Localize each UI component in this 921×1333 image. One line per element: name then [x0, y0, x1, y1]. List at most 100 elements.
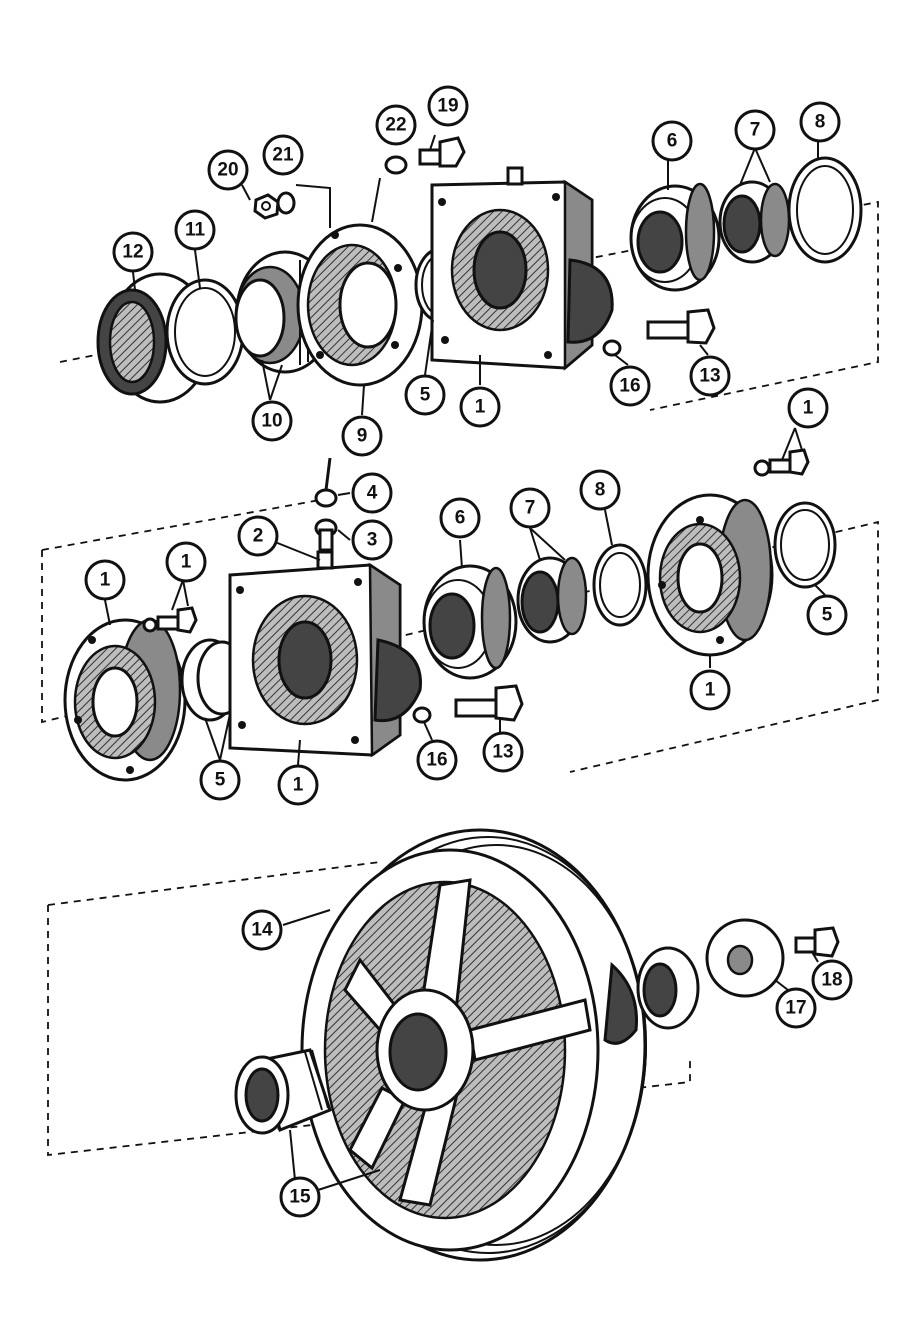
callout-6-middle: 6 [439, 497, 481, 539]
callout-1-middle-right: 1 [689, 669, 731, 711]
part-oring-5c [773, 501, 837, 589]
top-assembly [59, 136, 879, 411]
callout-7-top: 7 [734, 109, 776, 151]
svg-text:1: 1 [181, 552, 192, 573]
part-bearing-6b [422, 564, 518, 680]
part-bolt-19 [384, 136, 466, 175]
callout-6-top: 6 [651, 120, 693, 162]
svg-text:15: 15 [289, 1187, 311, 1208]
callout-1-middle-bolt: 1 [165, 541, 207, 583]
callout-19: 19 [427, 85, 469, 127]
svg-text:5: 5 [420, 385, 431, 406]
part-bolt-13b [454, 684, 524, 722]
svg-text:6: 6 [455, 508, 466, 529]
svg-text:17: 17 [785, 998, 806, 1019]
svg-text:16: 16 [426, 750, 447, 771]
callout-1-upper-right: 1 [787, 387, 829, 429]
part-bolt-13a [646, 308, 716, 345]
callout-16-middle: 16 [416, 739, 458, 781]
part-bearing-6a [629, 182, 721, 292]
callout-14: 14 [241, 909, 283, 951]
svg-text:12: 12 [122, 242, 143, 263]
callouts: 12 11 20 21 22 19 6 7 8 10 9 5 1 16 13 1… [84, 85, 853, 1218]
callout-16-top: 16 [609, 365, 651, 407]
callout-10: 10 [251, 400, 293, 442]
svg-text:7: 7 [525, 498, 536, 519]
part-bolt-left [142, 606, 198, 634]
callout-13-top: 13 [689, 355, 731, 397]
part-adapter-sleeve-7a [718, 180, 791, 264]
svg-text:5: 5 [215, 770, 226, 791]
svg-text:5: 5 [822, 605, 833, 626]
svg-text:11: 11 [185, 220, 206, 241]
callout-4: 4 [351, 472, 393, 514]
callout-11: 11 [174, 209, 216, 251]
part-locknut [636, 946, 700, 1030]
part-grease-fitting [314, 457, 338, 552]
svg-text:1: 1 [293, 775, 304, 796]
callout-8-middle: 8 [579, 469, 621, 511]
callout-18: 18 [811, 959, 853, 1001]
part-washer-16b [412, 706, 432, 724]
callout-5-middle-right: 5 [806, 594, 848, 636]
part-bolt-18 [794, 926, 840, 958]
part-ring-11 [165, 278, 245, 386]
callout-20: 20 [207, 149, 249, 191]
leader-lines [104, 134, 826, 1191]
part-washer-16a [602, 339, 622, 357]
svg-text:14: 14 [251, 920, 273, 941]
callout-15: 15 [279, 1176, 321, 1218]
part-adapter-sleeve-7b [516, 556, 588, 644]
svg-text:3: 3 [367, 530, 378, 551]
svg-text:1: 1 [475, 397, 486, 418]
svg-text:8: 8 [815, 112, 826, 133]
part-housing-top [430, 166, 614, 371]
callout-21: 21 [262, 134, 304, 176]
part-housing-middle [228, 550, 422, 758]
svg-text:16: 16 [619, 376, 640, 397]
part-pulley [300, 828, 647, 1262]
callout-2: 2 [237, 515, 279, 557]
svg-text:1: 1 [100, 570, 111, 591]
svg-text:18: 18 [821, 970, 842, 991]
svg-text:19: 19 [437, 96, 458, 117]
part-threaded-bushing [234, 1048, 332, 1135]
svg-text:10: 10 [261, 411, 282, 432]
svg-text:20: 20 [217, 160, 238, 181]
svg-text:22: 22 [385, 115, 406, 136]
bottom-assembly [47, 828, 840, 1262]
part-flange-9 [296, 223, 424, 387]
callout-1-top: 1 [459, 386, 501, 428]
callout-5-middle-left: 5 [199, 759, 241, 801]
part-ring-8b [592, 543, 648, 627]
callout-12: 12 [112, 231, 154, 273]
callout-22: 22 [375, 104, 417, 146]
middle-axis-dash [41, 520, 879, 773]
svg-text:1: 1 [803, 398, 814, 419]
part-ring-8a [787, 156, 863, 264]
svg-text:13: 13 [699, 366, 720, 387]
callout-9: 9 [341, 415, 383, 457]
part-washer-disc [705, 918, 785, 998]
callout-17: 17 [775, 987, 817, 1029]
callout-5-top: 5 [404, 374, 446, 416]
svg-text:1: 1 [705, 680, 716, 701]
svg-text:7: 7 [750, 120, 761, 141]
part-flange-right [646, 493, 774, 657]
svg-text:21: 21 [272, 145, 294, 166]
part-bolt-right [753, 448, 810, 477]
callout-13-middle: 13 [482, 731, 524, 773]
part-flange-left [63, 618, 187, 782]
callout-1-middle-housing: 1 [277, 764, 319, 806]
svg-text:9: 9 [357, 426, 368, 447]
svg-text:4: 4 [367, 483, 378, 504]
part-hub-flange [603, 961, 638, 1045]
svg-text:8: 8 [595, 480, 606, 501]
middle-assembly [41, 448, 879, 782]
callout-1-left-flange: 1 [84, 559, 126, 601]
svg-text:6: 6 [667, 131, 678, 152]
svg-text:2: 2 [253, 526, 264, 547]
svg-text:13: 13 [492, 742, 513, 763]
callout-8-top: 8 [799, 101, 841, 143]
